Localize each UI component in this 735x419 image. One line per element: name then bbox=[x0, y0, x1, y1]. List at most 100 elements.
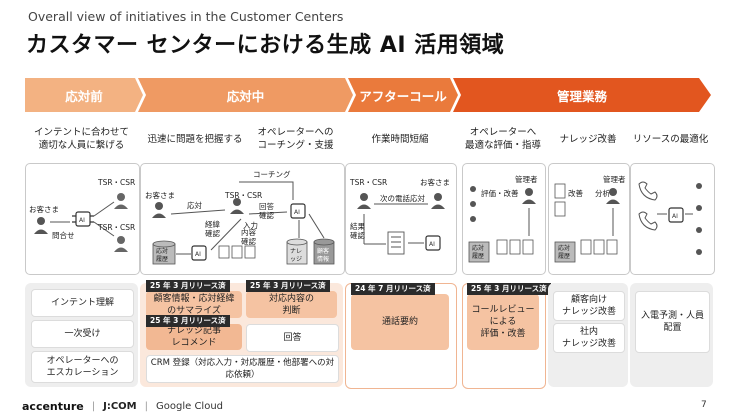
phase-pre-call: 応対前 bbox=[25, 78, 143, 112]
cell-text: 入電予測・人員 配置 bbox=[640, 311, 704, 333]
bottom-col-resources: 入電予測・人員 配置 bbox=[630, 283, 713, 387]
evaluation-diagram bbox=[468, 186, 536, 263]
subhead-grasp: 迅速に問題を把握する bbox=[140, 120, 250, 158]
panel-resources: AI bbox=[630, 163, 715, 275]
slide-subtitle: Overall view of initiatives in the Custo… bbox=[28, 9, 344, 24]
person-icon bbox=[431, 193, 445, 209]
label-history-db: 応対 履歴 bbox=[558, 245, 571, 260]
cell-knowledge-recommend: ナレッジ記事 レコメンド bbox=[146, 324, 242, 350]
bottom-col-after-call: 通話要約 24 年 7 月リリース済 bbox=[345, 283, 457, 389]
ai-chip-icon bbox=[668, 207, 684, 223]
arrow bbox=[93, 221, 115, 237]
accenture-logo: accenture bbox=[22, 400, 84, 413]
knowledge-diagram bbox=[554, 183, 620, 263]
cell-crm: CRM 登録（対応入力・対応履歴・他部署への対応依頼） bbox=[146, 355, 339, 383]
ai-chip-icon bbox=[425, 235, 441, 251]
cell-intent: インテント理解 bbox=[31, 289, 134, 317]
ai-chip-icon bbox=[191, 245, 207, 261]
label-improve: 改善 bbox=[568, 189, 583, 198]
subhead-coaching: オペレーターへの コーチング・支援 bbox=[248, 120, 343, 158]
resources-diagram: AI bbox=[638, 181, 702, 255]
cell-first-response: 一次受け bbox=[31, 320, 134, 348]
subhead-text: インテントに合わせて 適切な人員に繋げる bbox=[33, 127, 129, 151]
cell-text: 回答 bbox=[283, 333, 302, 343]
database-icon bbox=[554, 241, 576, 263]
release-badge: 25 年 3 月リリース済 bbox=[467, 283, 551, 295]
label-result-check: 結果 確認 bbox=[350, 222, 365, 240]
database-icon bbox=[152, 240, 176, 265]
person-icon bbox=[152, 202, 166, 218]
google-cloud-logo: Google Cloud bbox=[156, 401, 224, 412]
subhead-resources: リソースの最適化 bbox=[628, 120, 713, 158]
phase-label: 応対前 bbox=[65, 88, 103, 104]
manager-icon bbox=[606, 188, 620, 204]
label-content-check: 内容 確認 bbox=[241, 228, 256, 246]
document-icon bbox=[387, 231, 405, 255]
phase-bar: 応対前 応対中 アフターコール 管理業務 bbox=[25, 78, 711, 112]
label-relay: 問合せ bbox=[52, 231, 75, 240]
cell-customer-knowledge: 顧客向け ナレッジ改善 bbox=[553, 291, 625, 321]
svg-text:AI: AI bbox=[79, 217, 85, 224]
arrow bbox=[93, 201, 115, 217]
subhead-time-saving: 作業時間短縮 bbox=[345, 120, 455, 158]
label-analyze: 分析 bbox=[595, 189, 610, 198]
panel-after-call: AI TSR・CSR お客さま 次の電話応対 結果 確認 bbox=[345, 163, 457, 275]
in-call-diagram: AI AI bbox=[152, 181, 335, 265]
subhead-text: 作業時間短縮 bbox=[371, 133, 429, 145]
cell-text: CRM 登録（対応入力・対応履歴・他部署への対応依頼） bbox=[150, 358, 335, 380]
cell-text: コールレビュー による 評価・改善 bbox=[471, 305, 535, 339]
document-icon bbox=[218, 245, 256, 259]
release-badge: 25 年 3 月リリース済 bbox=[246, 280, 330, 292]
label-history-db: 応対 履歴 bbox=[472, 245, 485, 260]
ai-chip-icon bbox=[72, 211, 94, 227]
subhead-text: オペレーターへ 最適な評価・指導 bbox=[464, 127, 541, 151]
svg-text:AI: AI bbox=[195, 251, 201, 258]
phase-after-call: アフターコール bbox=[348, 78, 458, 112]
release-badge: 25 年 3 月リリース済 bbox=[146, 280, 230, 292]
phase-in-call: 応対中 bbox=[138, 78, 353, 112]
subhead-routing: インテントに合わせて 適切な人員に繋げる bbox=[25, 120, 138, 158]
label-manager: 管理者 bbox=[603, 175, 626, 184]
document-icon bbox=[496, 239, 534, 255]
cell-text: 顧客情報・応対経緯 のサマライズ bbox=[153, 293, 235, 316]
bottom-col-routing: インテント理解 一次受け オペレーターへの エスカレーション bbox=[25, 283, 138, 387]
label-manager: 管理者 bbox=[515, 175, 538, 184]
arrow bbox=[248, 211, 288, 215]
operator-icon bbox=[114, 193, 128, 209]
label-history-check: 経緯 確認 bbox=[205, 220, 220, 238]
cell-call-review: コールレビュー による 評価・改善 bbox=[467, 294, 539, 350]
phase-label: アフターコール bbox=[359, 88, 447, 104]
panel-evaluation: 管理者 評価・改善 応対 履歴 bbox=[462, 163, 546, 275]
cell-call-summary: 通話要約 bbox=[351, 294, 449, 350]
subhead-text: 迅速に問題を把握する bbox=[147, 133, 243, 145]
divider: | bbox=[144, 401, 148, 412]
label-respond: 応対 bbox=[187, 201, 202, 210]
cell-text: オペレーターへの エスカレーション bbox=[46, 356, 119, 378]
label-history-db: 応対 履歴 bbox=[156, 248, 169, 263]
document-icon bbox=[554, 183, 566, 217]
cell-text: 社内 ナレッジ改善 bbox=[561, 327, 616, 349]
panel-in-call: AI AI コーチング お客さま TSR・CSR 応対 経緯 確認 入力 内容 … bbox=[140, 163, 345, 275]
phase-label: 管理業務 bbox=[556, 88, 607, 104]
cell-internal-knowledge: 社内 ナレッジ改善 bbox=[553, 323, 625, 353]
routing-diagram: AI bbox=[34, 193, 128, 252]
bottom-col-knowledge: 顧客向け ナレッジ改善 社内 ナレッジ改善 bbox=[548, 283, 628, 387]
label-customer: お客さま bbox=[29, 205, 59, 214]
label-tsr: TSR・CSR bbox=[225, 191, 263, 200]
subhead-text: オペレーターへの コーチング・支援 bbox=[257, 127, 334, 151]
ai-chip-icon bbox=[290, 203, 306, 219]
svg-text:AI: AI bbox=[294, 209, 300, 216]
cell-summary: 顧客情報・応対経緯 のサマライズ bbox=[146, 291, 242, 318]
operator-icon bbox=[357, 193, 371, 209]
bottom-col-in-call: 顧客情報・応対経緯 のサマライズ 25 年 3 月リリース済 対応内容の 判断 … bbox=[140, 280, 343, 387]
release-badge: 24 年 7 月リリース済 bbox=[351, 283, 435, 295]
jcom-logo: J:COM bbox=[103, 401, 137, 412]
label-tsr: TSR・CSR bbox=[98, 178, 136, 187]
svg-text:AI: AI bbox=[429, 241, 435, 248]
label-evaluation: 評価・改善 bbox=[481, 189, 519, 198]
phase-label: 応対中 bbox=[226, 88, 265, 104]
cell-text: 通話要約 bbox=[381, 317, 418, 327]
cell-text: インテント理解 bbox=[50, 298, 114, 308]
operator-icon bbox=[470, 186, 476, 222]
cell-text: ナレッジ記事 レコメンド bbox=[166, 326, 221, 348]
